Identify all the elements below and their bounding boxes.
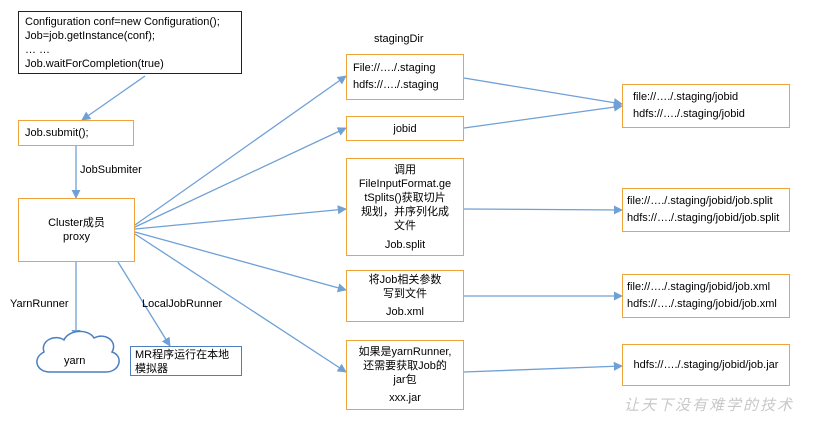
staging-dir-label: stagingDir <box>374 33 424 45</box>
arrow-cluster-to-jobid <box>134 127 347 228</box>
watermark: 让天下没有难学的技术 <box>624 396 795 414</box>
split-line: 文件 <box>394 219 416 232</box>
jar-line: jar包 <box>393 374 417 386</box>
arrow-cluster-to-xml <box>134 231 347 293</box>
result-jar-box: hdfs://…./.staging/jobid/job.jar <box>622 344 790 386</box>
staging-box: File://…./.staging hdfs://…./.staging <box>346 54 464 100</box>
arrow-jobid-to-result <box>463 102 623 129</box>
mr-local-box: MR程序运行在本地 模拟器 <box>130 346 242 376</box>
jobid-box: jobid <box>346 116 464 141</box>
result-split-file: file://…./.staging/jobid/job.split <box>627 195 773 207</box>
jar-box: 如果是yarnRunner, 还需要获取Job的 jar包 xxx.jar <box>346 340 464 410</box>
mr-line1: MR程序运行在本地 <box>135 349 230 361</box>
arrow-jar-to-result <box>463 361 623 373</box>
cluster-box: Cluster成员 proxy <box>18 198 135 262</box>
arrow-cluster-to-jar <box>134 233 347 373</box>
result-split-hdfs: hdfs://…./.staging/jobid/job.split <box>627 212 780 224</box>
split-line: tSplits()获取切片 <box>364 191 446 204</box>
arrow-code-to-submit <box>81 75 146 121</box>
arrow-cluster-to-split <box>134 205 347 230</box>
jobid-text: jobid <box>393 122 417 135</box>
local-runner-label: LocalJobRunner <box>142 298 223 310</box>
code-line: Configuration conf=new Configuration(); <box>25 16 220 28</box>
code-box: Configuration conf=new Configuration(); … <box>18 11 242 74</box>
split-box: 调用 FileInputFormat.ge tSplits()获取切片 规划，并… <box>346 158 464 256</box>
yarn-cloud-shape <box>36 330 120 373</box>
staging-hdfs: hdfs://…./.staging <box>353 79 439 91</box>
result-jobid-file: file://…./.staging/jobid <box>633 91 739 103</box>
arrow-staging-to-result <box>463 77 623 108</box>
split-line: 调用 <box>394 163 416 176</box>
jar-file: xxx.jar <box>389 392 421 404</box>
job-submit-text: Job.submit(); <box>25 127 89 139</box>
staging-file: File://…./.staging <box>353 62 436 74</box>
code-line: … … <box>25 44 51 56</box>
mr-line2: 模拟器 <box>135 363 168 375</box>
result-xml-file: file://…./.staging/jobid/job.xml <box>627 281 771 293</box>
result-xml-hdfs: hdfs://…./.staging/jobid/job.xml <box>627 298 777 310</box>
xml-line: 写到文件 <box>383 288 427 300</box>
xml-line: 将Job相关参数 <box>368 274 442 286</box>
arrow-split-to-result <box>463 205 623 215</box>
result-jobid-box: file://…./.staging/jobid hdfs://…./.stag… <box>622 84 790 128</box>
result-jobid-hdfs: hdfs://…./.staging/jobid <box>633 108 745 120</box>
yarn-runner-label: YarnRunner <box>10 298 69 310</box>
cluster-line1: Cluster成员 <box>48 217 105 229</box>
result-jar-hdfs: hdfs://…./.staging/jobid/job.jar <box>633 359 779 371</box>
code-line: Job.waitForCompletion(true) <box>25 58 164 70</box>
job-submit-box: Job.submit(); <box>18 120 134 146</box>
result-split-box: file://…./.staging/jobid/job.split hdfs:… <box>622 188 790 232</box>
xml-file: Job.xml <box>386 306 424 318</box>
yarn-cloud-label: yarn <box>64 355 86 367</box>
job-submitter-label: JobSubmiter <box>80 164 142 176</box>
split-line: FileInputFormat.ge <box>358 177 452 190</box>
code-line: Job=job.getInstance(conf); <box>25 30 155 42</box>
arrow-cluster-to-staging <box>134 75 347 226</box>
split-file: Job.split <box>384 238 426 251</box>
arrow-cluster-to-mr <box>117 261 171 347</box>
jar-line: 还需要获取Job的 <box>363 360 447 372</box>
cluster-line2: proxy <box>63 231 90 243</box>
xml-box: 将Job相关参数 写到文件 Job.xml <box>346 270 464 322</box>
result-xml-box: file://…./.staging/jobid/job.xml hdfs://… <box>622 274 790 318</box>
jar-line: 如果是yarnRunner, <box>358 346 452 358</box>
split-line: 规划，并序列化成 <box>361 205 449 218</box>
